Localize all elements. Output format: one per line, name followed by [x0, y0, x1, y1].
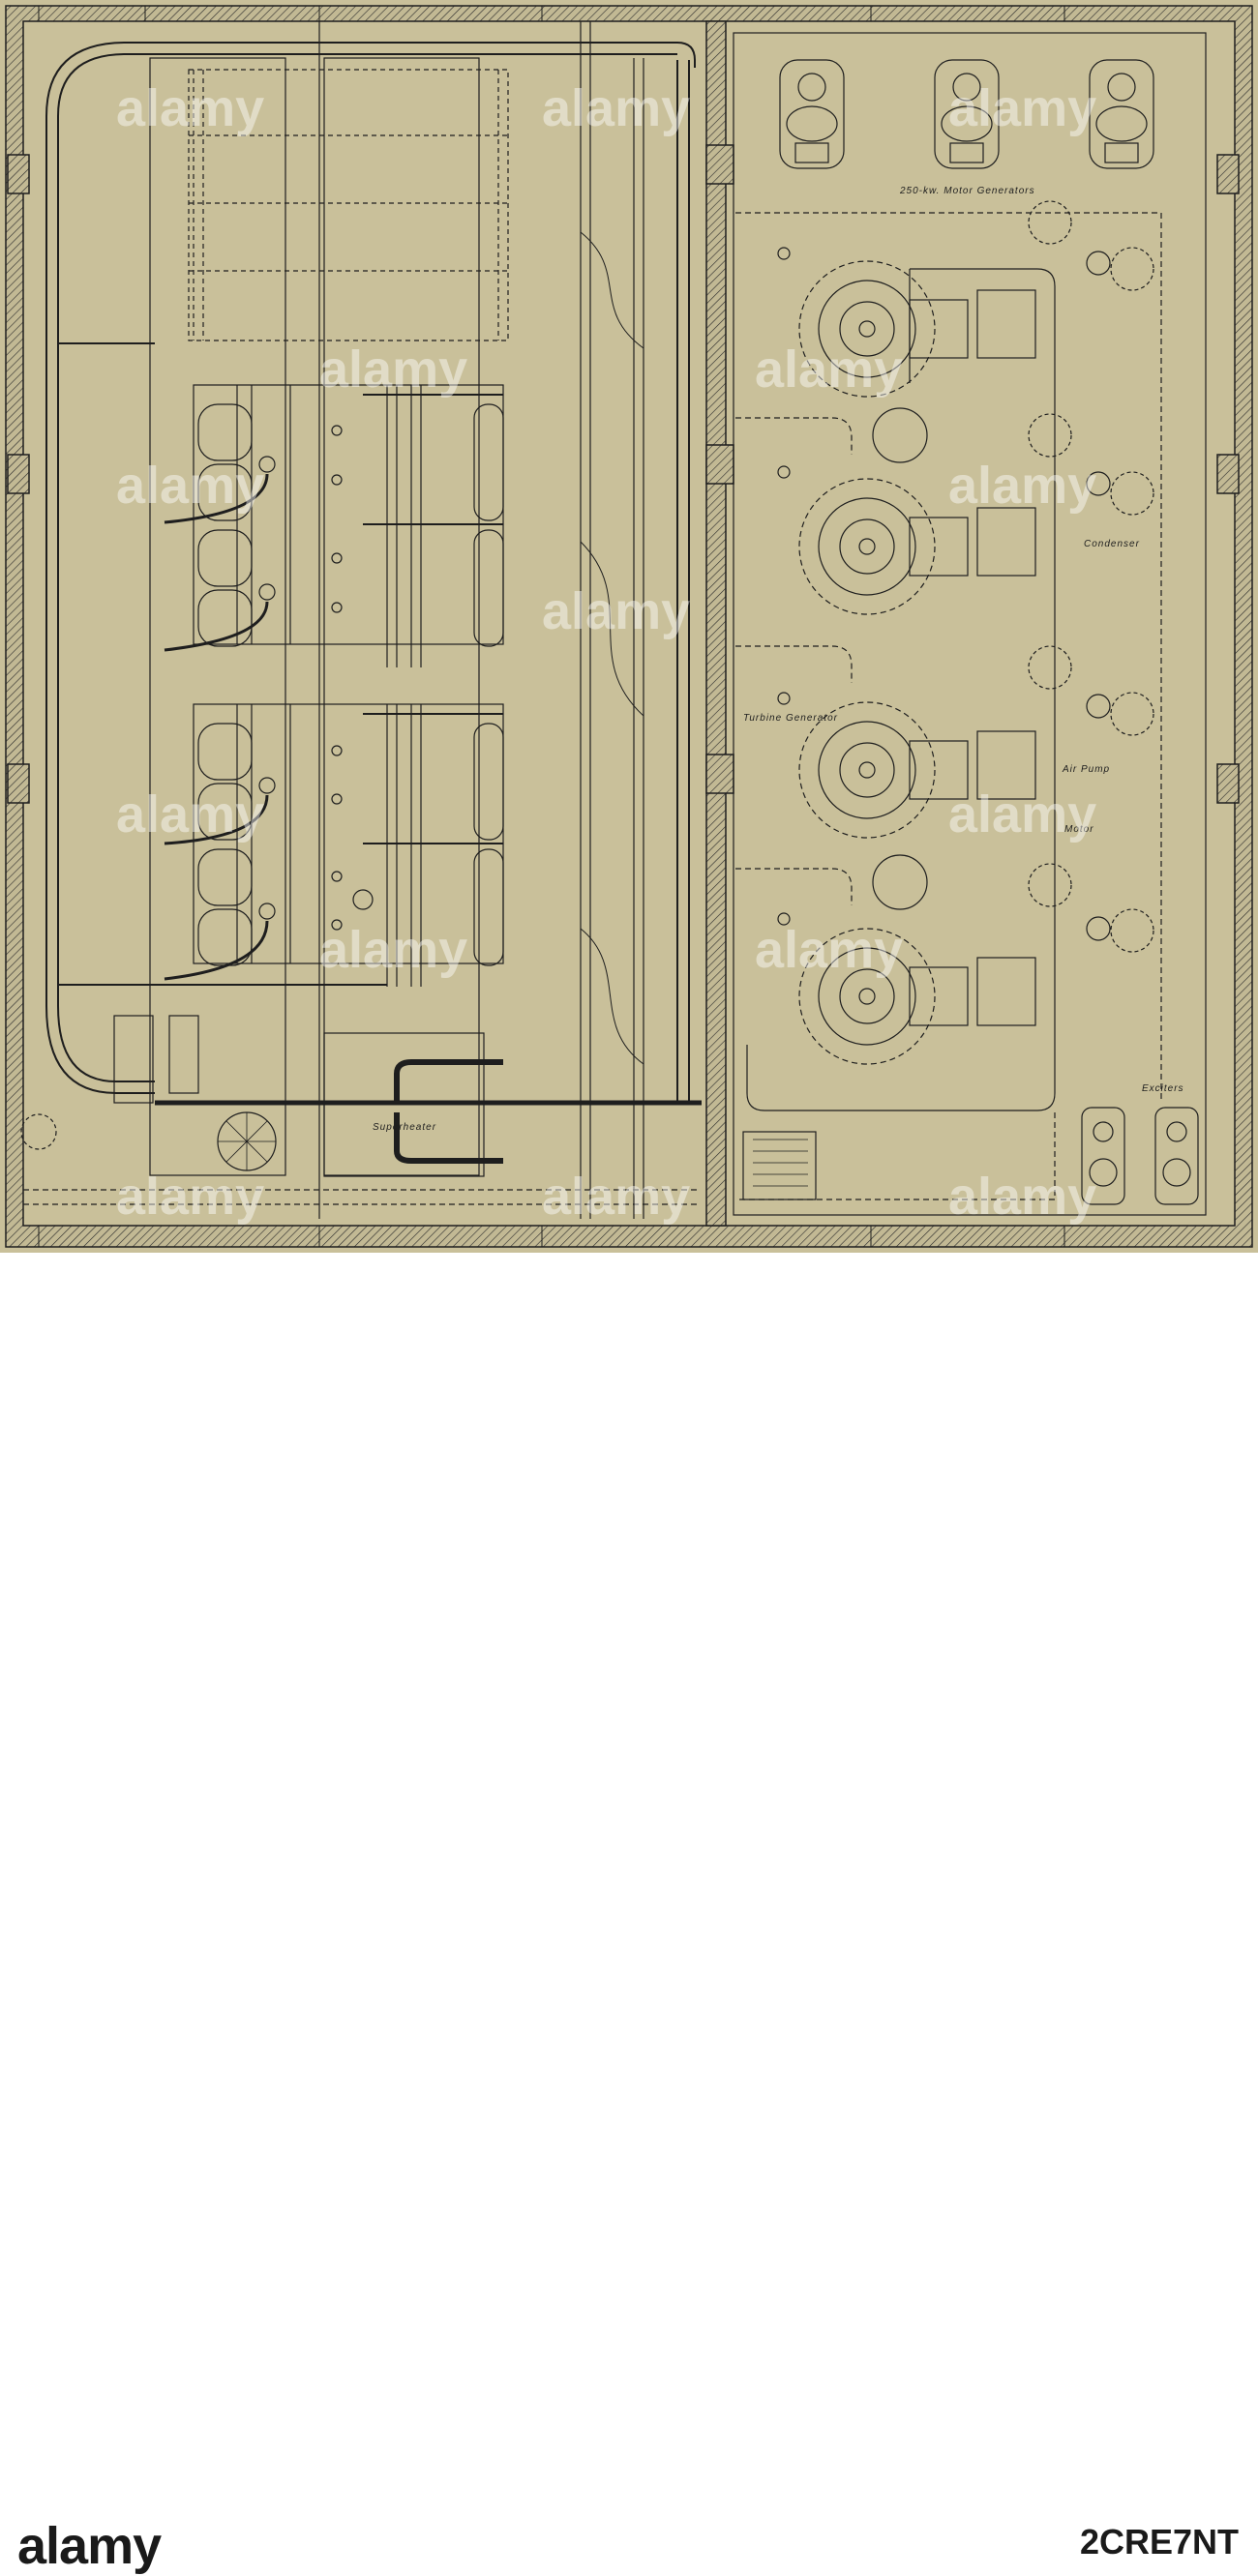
turbine-generator-units: [798, 260, 1036, 1065]
exciter-units: [1081, 1107, 1199, 1205]
brand-logo: alamy: [17, 2517, 162, 2575]
watermark-text: alamy: [319, 341, 467, 399]
power-plant-floor-plan: 250-kw. Motor Generators Condenser Turbi…: [0, 0, 1258, 1253]
watermark-text: alamy: [116, 79, 264, 137]
watermark-text: alamy: [116, 457, 264, 515]
watermark-text: alamy: [755, 921, 903, 979]
watermark-text: alamy: [116, 785, 264, 844]
wall-window-marks: [38, 6, 1065, 1247]
watermark-text: alamy: [948, 457, 1096, 515]
condensers: [872, 200, 1154, 953]
watermark-text: alamy: [319, 921, 467, 979]
label-condenser: Condenser: [1084, 539, 1140, 549]
watermark-text: alamy: [948, 785, 1096, 844]
stock-footer: alamy 2CRE7NT: [0, 1253, 1258, 2575]
boiler-room: [20, 21, 702, 1219]
label-motor-generators: 250-kw. Motor Generators: [899, 186, 1035, 196]
watermark-text: alamy: [948, 79, 1096, 137]
watermark-text: alamy: [116, 1168, 264, 1226]
watermark-text: alamy: [542, 1168, 690, 1226]
label-exciters: Exciters: [1142, 1083, 1184, 1094]
engine-room: [676, 32, 1207, 1216]
label-air-pump: Air Pump: [1062, 764, 1110, 775]
image-id: 2CRE7NT: [1079, 2522, 1239, 2561]
watermark-text: alamy: [542, 79, 690, 137]
label-turbine-generator: Turbine Generator: [743, 713, 838, 724]
watermark-text: alamy: [542, 582, 690, 640]
watermark: alamy alamy alamy alamy alamy alamy alam…: [116, 79, 1096, 1226]
label-superheater: Superheater: [373, 1122, 436, 1133]
label-motor: Motor: [1064, 824, 1094, 835]
watermark-text: alamy: [948, 1168, 1096, 1226]
watermark-text: alamy: [755, 341, 903, 399]
motor-generator-sets: [779, 59, 1154, 169]
